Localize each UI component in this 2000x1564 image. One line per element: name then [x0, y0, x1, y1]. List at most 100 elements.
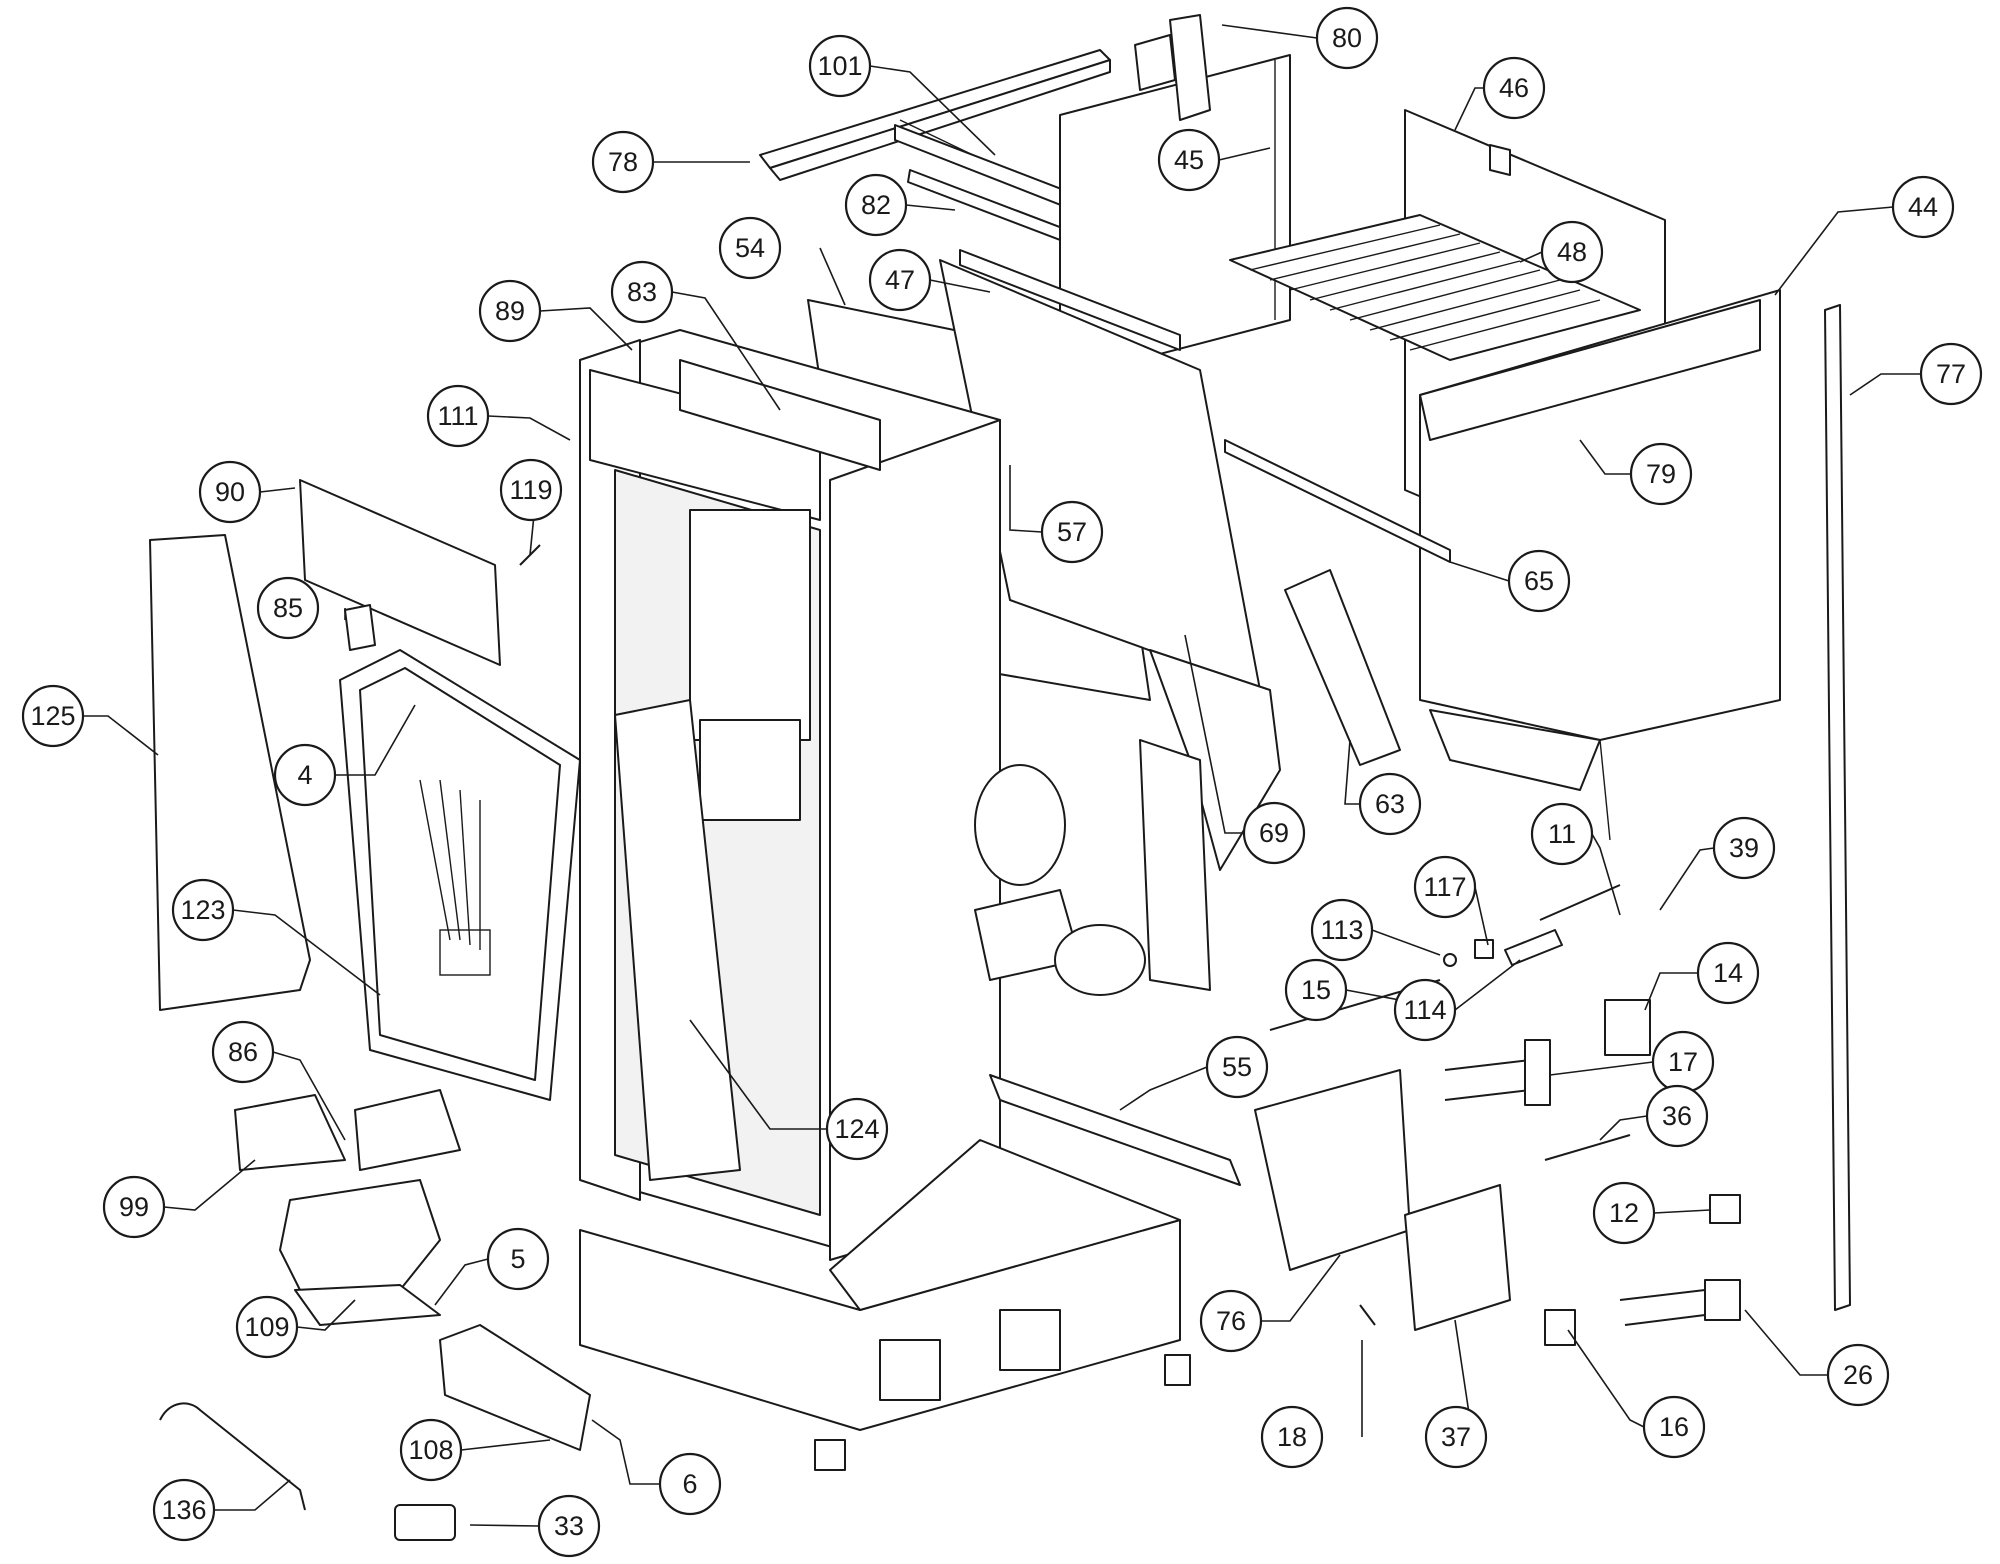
part-4-glass-door: [339, 649, 581, 1101]
callout-17: 17: [1651, 1030, 1715, 1094]
part-90-panel: [299, 479, 501, 666]
part-117-plug: [1474, 939, 1494, 959]
svg-text:123: 123: [180, 895, 225, 925]
part-55-heat-exchanger: [989, 1074, 1241, 1186]
part-12-rocker: [1709, 1194, 1741, 1224]
callout-44: 44: [1891, 175, 1955, 239]
part-108-plate: [439, 1324, 591, 1451]
svg-text:114: 114: [1403, 995, 1446, 1025]
callout-82: 82: [844, 173, 908, 237]
svg-text:36: 36: [1662, 1101, 1692, 1131]
callout-14: 14: [1696, 941, 1760, 1005]
svg-text:57: 57: [1057, 517, 1087, 547]
part-14-switch: [1604, 999, 1651, 1056]
svg-text:108: 108: [408, 1435, 453, 1465]
svg-text:125: 125: [30, 701, 75, 731]
svg-text:83: 83: [627, 277, 657, 307]
callout-36: 36: [1645, 1084, 1709, 1148]
part-114-igniter: [1504, 929, 1563, 966]
part-base: [579, 1139, 1191, 1471]
svg-text:48: 48: [1557, 237, 1587, 267]
svg-text:90: 90: [215, 477, 245, 507]
callout-37: 37: [1424, 1405, 1488, 1469]
parts-drawing: [149, 14, 1851, 1541]
svg-text:109: 109: [244, 1312, 289, 1342]
part-44-hopper-panel: [1419, 289, 1781, 841]
callout-86: 86: [211, 1020, 275, 1084]
callout-69: 69: [1242, 801, 1306, 865]
svg-text:117: 117: [1423, 872, 1466, 902]
svg-text:111: 111: [437, 401, 478, 431]
svg-text:124: 124: [834, 1114, 879, 1144]
part-47-inner-panel: [939, 249, 1261, 691]
callout-78: 78: [591, 130, 655, 194]
callout-63: 63: [1358, 772, 1422, 836]
svg-text:18: 18: [1277, 1422, 1307, 1452]
svg-text:54: 54: [735, 233, 765, 263]
svg-text:17: 17: [1668, 1047, 1698, 1077]
svg-text:47: 47: [885, 265, 915, 295]
callout-48: 48: [1540, 220, 1604, 284]
svg-text:33: 33: [554, 1511, 584, 1541]
callout-109: 109: [235, 1295, 299, 1359]
callout-11: 11: [1530, 802, 1594, 866]
svg-text:77: 77: [1936, 359, 1966, 389]
part-33-remote: [394, 1504, 456, 1541]
callout-124: 124: [825, 1097, 889, 1161]
part-26-sockets: [1619, 1279, 1741, 1326]
callout-117: 117: [1413, 855, 1477, 919]
svg-text:80: 80: [1332, 23, 1362, 53]
callout-54: 54: [718, 216, 782, 280]
svg-text:44: 44: [1908, 192, 1938, 222]
callout-4: 4: [273, 743, 337, 807]
part-63-channel: [1284, 569, 1401, 766]
svg-text:99: 99: [119, 1192, 149, 1222]
part-45-rear-panel: [1059, 14, 1291, 381]
svg-text:46: 46: [1499, 73, 1529, 103]
callout-99: 99: [102, 1175, 166, 1239]
callouts: 80 101 46 78 45 82 44 54 47 48 89 83 77 …: [21, 6, 1983, 1558]
callout-123: 123: [171, 878, 235, 942]
svg-text:5: 5: [510, 1244, 525, 1274]
callout-45: 45: [1157, 128, 1221, 192]
part-85-clip: [344, 604, 376, 651]
callout-90: 90: [198, 460, 262, 524]
part-37-circuit-board: [1404, 1184, 1511, 1331]
svg-text:86: 86: [228, 1037, 258, 1067]
callout-80: 80: [1315, 6, 1379, 70]
callout-125: 125: [21, 684, 85, 748]
callout-79: 79: [1629, 442, 1693, 506]
callout-119: 119: [499, 458, 563, 522]
callout-89: 89: [478, 279, 542, 343]
svg-text:26: 26: [1843, 1360, 1873, 1390]
part-136-rod: [159, 1402, 306, 1511]
svg-text:12: 12: [1609, 1198, 1639, 1228]
callout-26: 26: [1826, 1343, 1890, 1407]
svg-text:113: 113: [1320, 915, 1363, 945]
part-burn-pot: [234, 1089, 461, 1326]
part-17-sensor: [1444, 1039, 1551, 1106]
callout-114: 114: [1393, 978, 1457, 1042]
part-48-grate: [1229, 214, 1641, 361]
svg-text:76: 76: [1216, 1306, 1246, 1336]
callout-39: 39: [1712, 816, 1776, 880]
svg-text:82: 82: [861, 190, 891, 220]
svg-text:119: 119: [509, 475, 552, 505]
callout-5: 5: [486, 1227, 550, 1291]
svg-text:14: 14: [1713, 958, 1743, 988]
part-combustion-fan: [974, 739, 1211, 996]
part-76-control-bracket: [1254, 1069, 1411, 1271]
svg-text:63: 63: [1375, 789, 1405, 819]
callout-136: 136: [152, 1478, 216, 1542]
svg-text:6: 6: [682, 1469, 697, 1499]
callout-33: 33: [537, 1494, 601, 1558]
svg-text:79: 79: [1646, 459, 1676, 489]
callout-77: 77: [1919, 342, 1983, 406]
callout-16: 16: [1642, 1395, 1706, 1459]
callout-6: 6: [658, 1452, 722, 1516]
callout-83: 83: [610, 260, 674, 324]
svg-text:15: 15: [1301, 975, 1331, 1005]
svg-text:136: 136: [161, 1495, 206, 1525]
callout-113: 113: [1310, 898, 1374, 962]
svg-text:37: 37: [1441, 1422, 1471, 1452]
